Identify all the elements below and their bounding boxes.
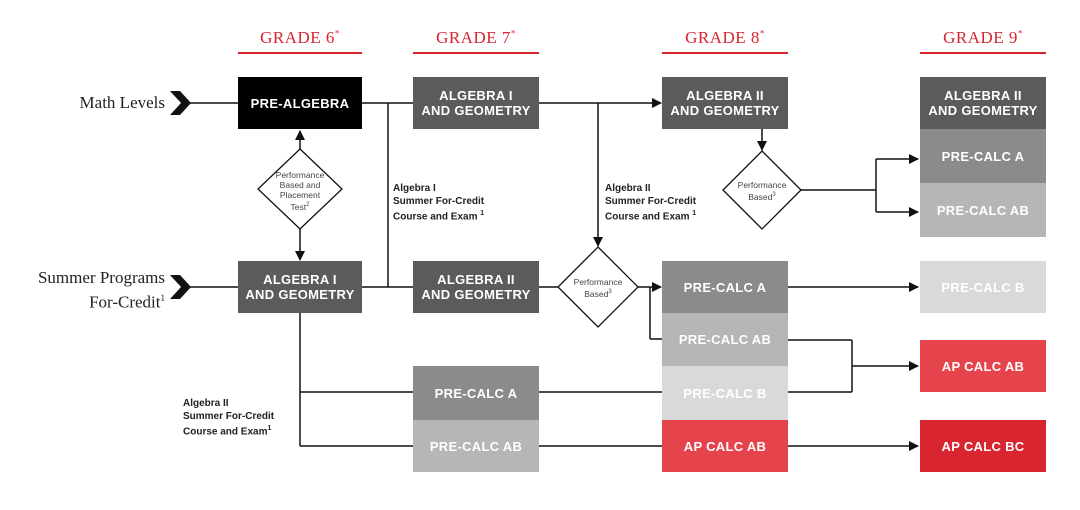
g7-algebra1-line1: ALGEBRA I xyxy=(439,88,513,103)
g7-algebra1-line2: AND GEOMETRY xyxy=(421,103,531,118)
performance-diamond-g7 xyxy=(557,246,639,328)
perf-g8-line1: Performance xyxy=(737,180,787,190)
summer-programs-sup: 1 xyxy=(160,293,166,303)
performance-g7-text: Performance Based3 xyxy=(563,277,633,299)
math-levels-label: Math Levels xyxy=(30,93,165,113)
g9-precalc-b-box: PRE-CALC B xyxy=(920,261,1046,313)
grade-9-header: GRADE 9* xyxy=(920,28,1046,54)
g7-precalc-a-box: PRE-CALC A xyxy=(413,366,539,420)
g8-algebra2-line2: AND GEOMETRY xyxy=(670,103,780,118)
alg2-top-note-line3: Course and Exam xyxy=(605,211,690,223)
grade-6-mark: * xyxy=(334,28,340,39)
g7-precalc-ab-label: PRE-CALC AB xyxy=(429,438,523,454)
alg1-note-line2: Summer For-Credit xyxy=(393,195,485,207)
performance-diamond-g8 xyxy=(722,150,802,230)
alg1-note-sup: 1 xyxy=(480,210,485,217)
g6-algebra1-line2: AND GEOMETRY xyxy=(245,287,355,302)
algebra2-summer-note-top: Algebra II Summer For-Credit Course and … xyxy=(605,183,715,224)
alg2-top-note-sup: 1 xyxy=(692,210,697,217)
g6-prealgebra-label: PRE-ALGEBRA xyxy=(250,95,350,111)
performance-g8-text: Performance Based3 xyxy=(727,180,797,202)
grade-8-label: GRADE 8 xyxy=(685,28,760,47)
g7-precalc-ab-box: PRE-CALC AB xyxy=(413,420,539,472)
alg2-bottom-note-line2: Summer For-Credit xyxy=(183,410,275,422)
placement-test-diamond xyxy=(257,148,343,230)
placement-test-text: Performance Based and Placement Test2 xyxy=(264,170,336,212)
g8-ap-calc-ab-box: AP CALC AB xyxy=(662,420,788,472)
summer-programs-line1: Summer Programs xyxy=(37,268,165,287)
alg2-bottom-note-line1: Algebra II xyxy=(183,398,229,409)
grade-9-underline xyxy=(920,52,1046,54)
g8-precalc-a-label: PRE-CALC A xyxy=(683,279,767,295)
grade-8-mark: * xyxy=(759,28,765,39)
g9-ap-calc-bc-box: AP CALC BC xyxy=(920,420,1046,472)
grade-7-label: GRADE 7 xyxy=(436,28,511,47)
perf-g7-line2: Based xyxy=(584,288,609,299)
alg2-bottom-note-sup: 1 xyxy=(267,425,272,432)
g8-precalc-ab-label: PRE-CALC AB xyxy=(678,332,772,347)
grade-8-underline xyxy=(662,52,788,54)
placement-text-line4: Test xyxy=(290,201,307,212)
grade-7-underline xyxy=(413,52,539,54)
g8-precalc-b-box: PRE-CALC B xyxy=(662,366,788,420)
placement-text-sup: 2 xyxy=(306,202,310,208)
g9-precalc-a-box: PRE-CALC A xyxy=(920,129,1046,183)
grade-9-mark: * xyxy=(1017,28,1023,39)
perf-g7-line1: Performance xyxy=(573,277,623,287)
alg2-top-note-line2: Summer For-Credit xyxy=(605,195,697,207)
g8-algebra2-line1: ALGEBRA II xyxy=(686,88,764,103)
summer-programs-line2: For-Credit xyxy=(89,292,161,312)
math-levels-text: Math Levels xyxy=(79,93,165,112)
g9-ap-calc-ab-label: AP CALC AB xyxy=(941,358,1025,374)
g9-precalc-ab-label: PRE-CALC AB xyxy=(936,202,1030,218)
placement-text-line1: Performance xyxy=(275,170,325,180)
grade-8-header: GRADE 8* xyxy=(662,28,788,54)
alg1-note-line1: Algebra I xyxy=(393,183,436,194)
summer-programs-label: Summer Programs For-Credit1 xyxy=(0,268,165,313)
alg2-bottom-note-line3: Course and Exam xyxy=(183,426,268,438)
g9-ap-calc-ab-box: AP CALC AB xyxy=(920,340,1046,392)
g9-algebra2-line1: ALGEBRA II xyxy=(944,88,1022,103)
math-levels-chevron-icon xyxy=(170,91,191,115)
g8-precalc-a-box: PRE-CALC A xyxy=(662,261,788,313)
g9-algebra2-line2: AND GEOMETRY xyxy=(928,103,1038,118)
perf-g7-sup: 3 xyxy=(608,289,612,295)
g8-precalc-b-label: PRE-CALC B xyxy=(683,385,767,401)
g9-precalc-ab-box: PRE-CALC AB xyxy=(920,183,1046,237)
g8-ap-calc-ab-label: AP CALC AB xyxy=(683,438,767,454)
grade-6-underline xyxy=(238,52,362,54)
g7-algebra2-line1: ALGEBRA II xyxy=(437,272,515,287)
g8-precalc-ab-box: PRE-CALC AB xyxy=(662,313,788,366)
algebra2-summer-note-bottom: Algebra II Summer For-Credit Course and … xyxy=(183,398,293,439)
algebra1-summer-note: Algebra I Summer For-Credit Course and E… xyxy=(393,183,513,224)
grade-9-label: GRADE 9 xyxy=(943,28,1018,47)
g6-prealgebra-box: PRE-ALGEBRA xyxy=(238,77,362,129)
g7-algebra2-line2: AND GEOMETRY xyxy=(421,287,531,302)
g9-precalc-a-label: PRE-CALC A xyxy=(941,148,1025,164)
alg2-top-note-line1: Algebra II xyxy=(605,183,651,194)
alg1-note-line3: Course and Exam xyxy=(393,211,478,223)
summer-programs-chevron-icon xyxy=(170,275,191,299)
placement-text-line3: Placement xyxy=(279,190,321,200)
g6-algebra1-line1: ALGEBRA I xyxy=(263,272,337,287)
grade-7-mark: * xyxy=(510,28,516,39)
placement-text-line2: Based and xyxy=(279,180,321,190)
perf-g8-sup: 3 xyxy=(772,192,776,198)
g7-precalc-a-label: PRE-CALC A xyxy=(434,385,518,401)
perf-g8-line2: Based xyxy=(748,191,773,202)
g9-precalc-b-label: PRE-CALC B xyxy=(941,279,1025,295)
g9-ap-calc-bc-label: AP CALC BC xyxy=(941,438,1025,454)
grade-7-header: GRADE 7* xyxy=(413,28,539,54)
grade-6-header: GRADE 6* xyxy=(238,28,362,54)
grade-6-label: GRADE 6 xyxy=(260,28,335,47)
